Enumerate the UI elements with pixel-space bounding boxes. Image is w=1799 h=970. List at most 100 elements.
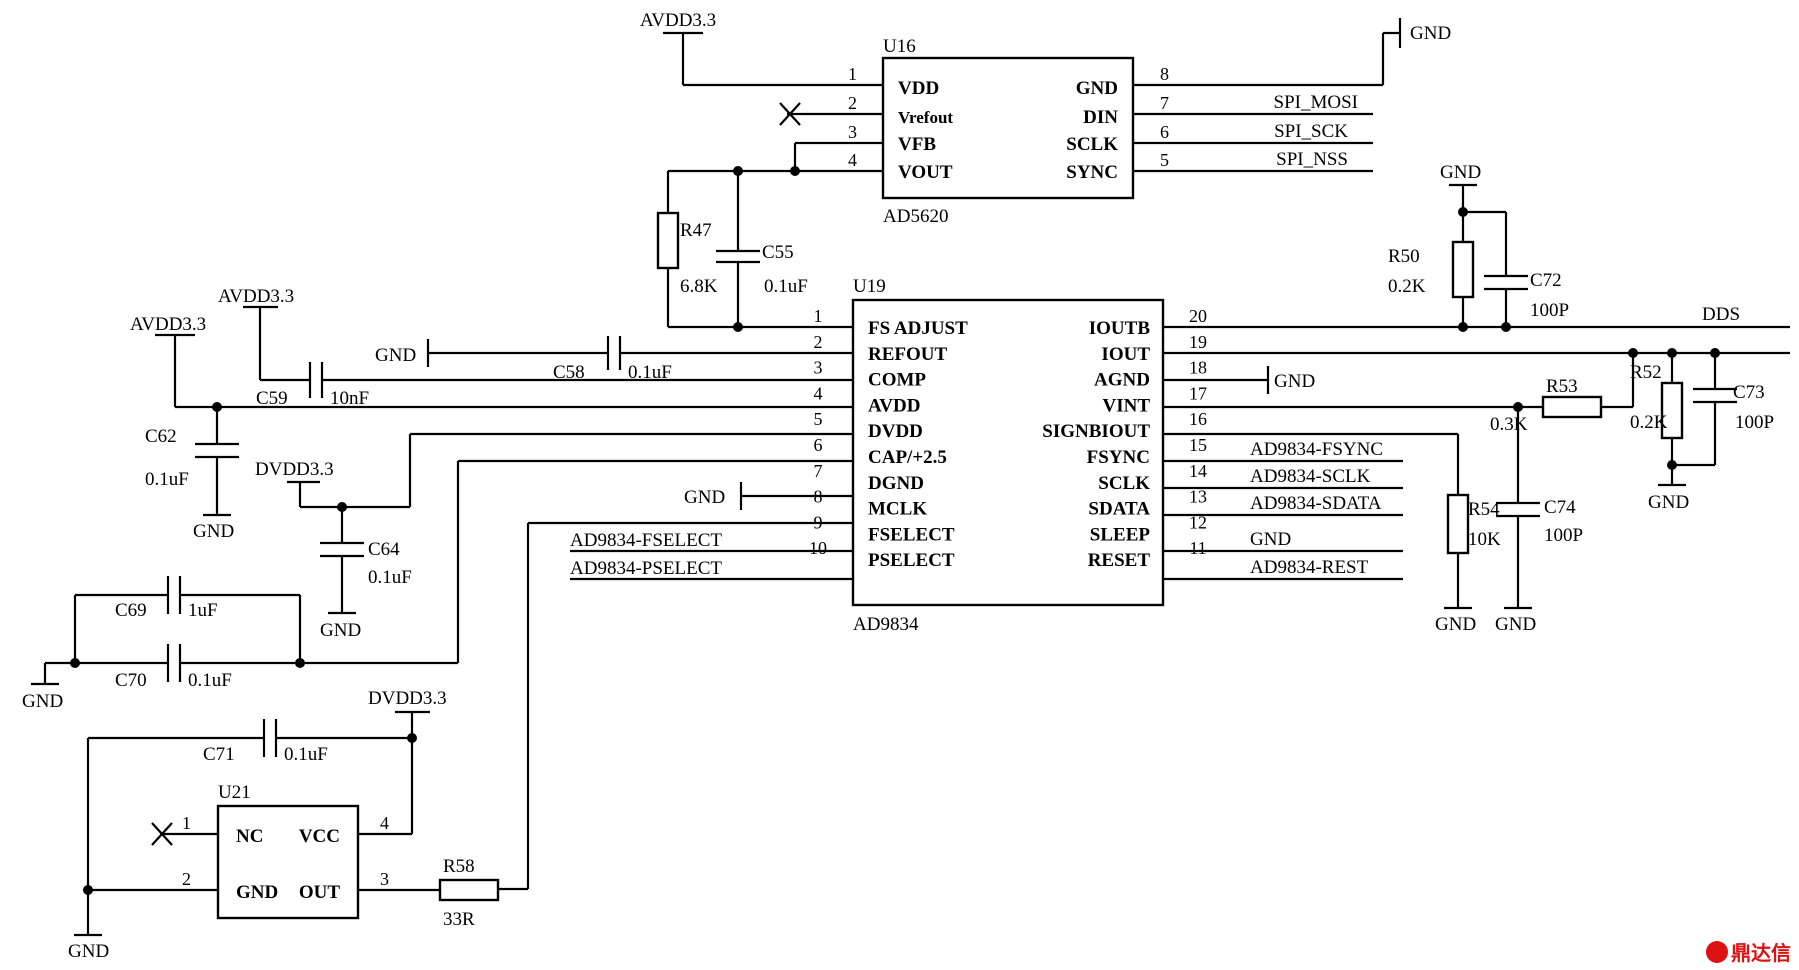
ad9834-pin-name: SDATA (1088, 499, 1150, 520)
ad9834-pin-name: SIGNBIOUT (1042, 421, 1150, 442)
u21-body (216, 804, 360, 920)
r54-ref: R54 (1468, 499, 1500, 520)
c64-value: 0.1uF (368, 567, 412, 588)
ad9834-chip: U19 AD9834 (851, 276, 1165, 635)
c73-ref: C73 (1733, 382, 1765, 403)
c70-value: 0.1uF (188, 670, 232, 691)
u21-ref: U21 (218, 782, 251, 803)
c71-value: 0.1uF (284, 744, 328, 765)
power-label-gnd: GND (320, 620, 361, 641)
capacitor-c58: GND C58 0.1uF (375, 336, 853, 383)
c55-ref: C55 (762, 242, 794, 263)
ad9834-pin-name: FSYNC (1087, 447, 1150, 468)
capacitor-c72: C72 100P (1463, 210, 1569, 327)
watermark-logo: 鼎达信 (1706, 941, 1791, 965)
resistor-r58: R58 33R (438, 856, 500, 930)
r58-ref: R58 (443, 856, 475, 877)
ad5620-body (881, 56, 1135, 200)
ad9834-pin-name: IOUT (1101, 344, 1150, 365)
ad5620-pin-name: SYNC (1066, 162, 1118, 183)
c55-value: 0.1uF (764, 276, 808, 297)
fselect-net-label: AD9834-FSELECT (570, 530, 722, 551)
c58-ref: C58 (553, 362, 585, 383)
ad9834-pin-num: 1 (814, 306, 823, 326)
power-label-gnd: GND (1648, 492, 1689, 513)
power-label-avdd: AVDD3.3 (218, 286, 294, 307)
ad5620-pin-name: VOUT (898, 162, 953, 183)
r50-ref: R50 (1388, 246, 1420, 267)
resistor-r52: R52 0.2K GND (1630, 353, 1689, 513)
r52-value: 0.2K (1630, 412, 1668, 433)
c59-ref: C59 (256, 388, 288, 409)
fselect-pselect-nets: AD9834-FSELECT AD9834-PSELECT (570, 530, 853, 581)
sdata-net-label: AD9834-SDATA (1250, 493, 1382, 514)
ad5620-pin-num: 2 (848, 93, 857, 113)
ad9834-pin-num: 15 (1189, 435, 1207, 455)
power-label-gnd: GND (193, 521, 234, 542)
ad9834-pin-name: AGND (1094, 370, 1150, 391)
ad9834-pin-name: REFOUT (868, 344, 948, 365)
mclk-net (498, 521, 853, 891)
ad5620-gnd-net: GND (1381, 18, 1451, 85)
r53-value: 0.3K (1490, 414, 1528, 435)
ad9834-pin-num: 11 (1189, 538, 1206, 558)
pselect-net-label: AD9834-PSELECT (570, 558, 722, 579)
r54-value: 10K (1468, 529, 1501, 550)
resistor-r50: GND R50 0.2K (1388, 162, 1481, 327)
ad9834-pin-num: 12 (1189, 512, 1207, 532)
ad9834-pin-num: 4 (814, 383, 823, 403)
ad5620-ref: U16 (883, 36, 916, 57)
sleep-net-label: GND (1250, 529, 1291, 550)
ad5620-pin-num: 1 (848, 64, 857, 84)
resistor-r54: R54 10K GND (1163, 432, 1501, 635)
c72-value: 100P (1530, 300, 1569, 321)
ad9834-pin-name: FSELECT (868, 524, 955, 545)
agnd-net: GND (1163, 366, 1315, 394)
ad9834-pin-name: CAP/+2.5 (868, 447, 947, 468)
u21-pin-name: OUT (299, 882, 341, 903)
r52-ref: R52 (1630, 362, 1662, 383)
u21-pin-num: 2 (182, 869, 191, 889)
ad5620-net-label: SPI_NSS (1276, 149, 1348, 170)
ad5620-pin-name: SCLK (1066, 134, 1118, 155)
r58-value: 33R (443, 909, 475, 930)
iout-net (1163, 348, 1790, 358)
ad5620-pin-num: 4 (848, 150, 857, 170)
avdd-top-net: AVDD3.3 (640, 10, 803, 87)
ad9834-pin-num: 16 (1189, 409, 1207, 429)
ad9834-ref: U19 (853, 276, 886, 297)
ad9834-pin-num: 17 (1189, 383, 1207, 403)
ad9834-pin-name: RESET (1088, 550, 1151, 571)
ad9834-pin-name: IOUTB (1089, 318, 1151, 339)
watermark-icon (1706, 941, 1728, 963)
capacitor-c73: C73 100P (1672, 353, 1774, 467)
ad9834-pin-name: DGND (868, 473, 924, 494)
reset-net-label: AD9834-REST (1250, 557, 1369, 578)
ad5620-pin-name: DIN (1083, 107, 1118, 128)
c73-value: 100P (1735, 412, 1774, 433)
c64-ref: C64 (368, 539, 400, 560)
r47-value: 6.8K (680, 276, 718, 297)
u21-pin-num: 4 (380, 813, 389, 833)
power-label-gnd: GND (1410, 23, 1451, 44)
power-label-gnd: GND (1440, 162, 1481, 183)
r50-value: 0.2K (1388, 276, 1426, 297)
power-label-avdd: AVDD3.3 (130, 314, 206, 335)
ad5620-pin-name: VDD (898, 78, 939, 99)
ad9834-pin-name: SCLK (1098, 473, 1150, 494)
ad5620-net-label: SPI_MOSI (1274, 92, 1358, 113)
u21-pin-num: 3 (380, 869, 389, 889)
c70-ref: C70 (115, 670, 147, 691)
vfb-vout-net (668, 141, 803, 176)
ad9834-pin-num: 3 (814, 358, 823, 378)
ad9834-right-nets: AD9834-FSYNC AD9834-SCLK AD9834-SDATA GN… (1163, 439, 1403, 581)
power-label-gnd: GND (22, 691, 63, 712)
capacitor-c71: DVDD3.3 C71 0.1uF GND (68, 688, 447, 962)
c58-gnd-label: GND (375, 345, 416, 366)
dgnd-label: GND (684, 487, 725, 508)
ad5620-net-label: SPI_SCK (1274, 121, 1348, 142)
ad9834-pin-num: 7 (814, 461, 823, 481)
capacitor-c62: AVDD3.3 C62 0.1uF GND (130, 314, 853, 542)
c74-ref: C74 (1544, 497, 1576, 518)
